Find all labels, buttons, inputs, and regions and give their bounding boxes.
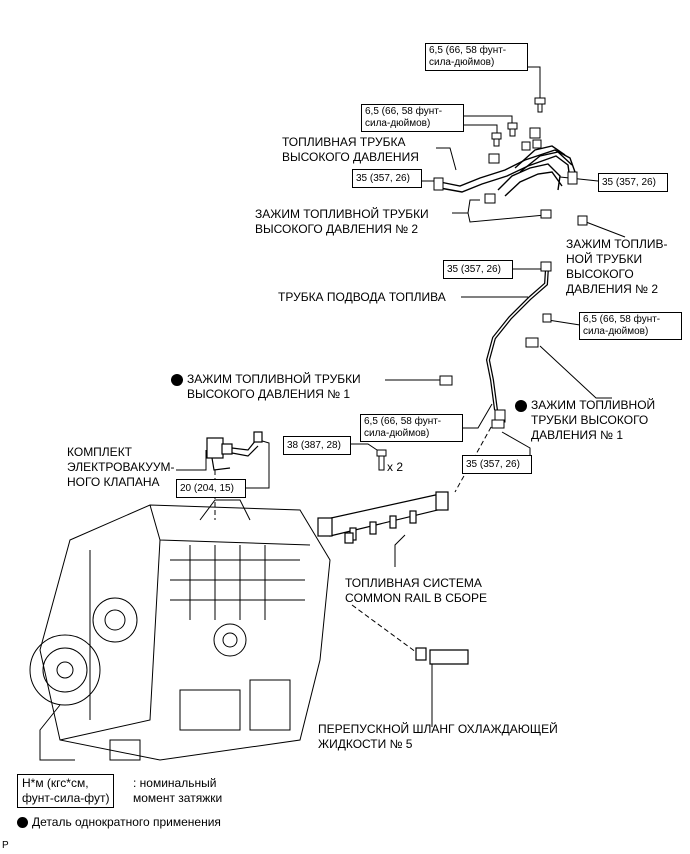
fuel-inlet-pipe-drawing (485, 267, 549, 411)
torque-box-rail-bolt: 38 (387, 28) (283, 436, 351, 455)
torque-box-clamp-mid: 6,5 (66, 58 фунт- сила-дюймов) (360, 414, 463, 442)
torque-box-inlet-clamp: 6,5 (66, 58 фунт- сила-дюймов) (579, 312, 682, 340)
leader-clamp-mid (462, 403, 493, 429)
leader-inlet-clamp (547, 319, 581, 326)
leader-common-rail (394, 534, 406, 567)
non-reusable-marker-right (515, 400, 527, 412)
leader-hp-pipe (436, 147, 457, 171)
label-times-two: x 2 (387, 460, 404, 474)
torque-box-top: 6,5 (66, 58 фунт- сила-дюймов) (425, 43, 528, 71)
rail-bolt (376, 449, 387, 471)
leader-vsv (176, 450, 207, 471)
bolt-top (534, 97, 546, 113)
bypass-hose-drawing (415, 647, 469, 665)
leader-vsv-torque (244, 439, 270, 489)
leader-clamp-no2-left (452, 199, 480, 214)
label-clamp-no1-right: ЗАЖИМ ТОПЛИВНОЙ ТРУБКИ ВЫСОКОГО ДАВЛЕНИЯ… (531, 398, 656, 442)
torque-box-vsv: 20 (204, 15) (176, 479, 246, 498)
torque-box-inlet-bottom: 35 (357, 26) (462, 455, 532, 474)
non-reusable-marker-left (171, 374, 183, 386)
legend-non-reusable-dot (17, 817, 28, 828)
high-pressure-pipe-drawing (439, 145, 576, 197)
label-clamp-no2-right: ЗАЖИМ ТОПЛИВ- НОЙ ТРУБКИ ВЫСОКОГО ДАВЛЕН… (566, 237, 668, 296)
torque-box-inlet-top: 35 (357, 26) (443, 260, 513, 279)
leader-rail-bolt (350, 443, 381, 453)
leader-top-torque (527, 66, 541, 98)
label-clamp-no2-left: ЗАЖИМ ТОПЛИВНОЙ ТРУБКИ ВЫСОКОГО ДАВЛЕНИЯ… (255, 207, 429, 236)
label-bypass-hose: ПЕРЕПУСКНОЙ ШЛАНГ ОХЛАЖДАЮЩЕЙ ЖИДКОСТИ №… (318, 722, 558, 751)
leader-clamp-no1-right (539, 345, 612, 399)
torque-box-pipe-left: 35 (357, 26) (352, 169, 422, 188)
leader-clamp-no2-right (585, 221, 626, 238)
legend-non-reusable: Деталь однократного применения (32, 815, 221, 829)
common-rail-drawing (317, 491, 449, 544)
torque-box-upper-left: 6,5 (66, 58 фунт- сила-дюймов) (361, 104, 464, 132)
label-vsv-assembly: КОМПЛЕКТ ЭЛЕКТРОВАКУУМ- НОГО КЛАПАНА (67, 445, 175, 489)
leader-upper-left-torque (463, 124, 498, 133)
corner-code: P (2, 840, 9, 851)
label-clamp-no1-left: ЗАЖИМ ТОПЛИВНОЙ ТРУБКИ ВЫСОКОГО ДАВЛЕНИЯ… (187, 372, 361, 401)
label-fuel-inlet-pipe: ТРУБКА ПОДВОДА ТОПЛИВА (278, 290, 446, 304)
label-high-pressure-pipe: ТОПЛИВНАЯ ТРУБКА ВЫСОКОГО ДАВЛЕНИЯ (282, 135, 419, 164)
torque-box-pipe-right: 35 (357, 26) (598, 173, 668, 192)
legend-torque-units: Н*м (кгс*см, фунт-сила-фут) (17, 774, 115, 808)
leader-clamp-no1-left (385, 379, 448, 385)
vsv-drawing (206, 431, 263, 471)
leader-pipe-right-torque (559, 176, 599, 182)
legend-torque-desc: : номинальный момент затяжки (133, 776, 223, 805)
engine-drawing (29, 499, 331, 761)
label-common-rail: ТОПЛИВНАЯ СИСТЕМА COMMON RAIL В СБОРЕ (345, 576, 487, 605)
